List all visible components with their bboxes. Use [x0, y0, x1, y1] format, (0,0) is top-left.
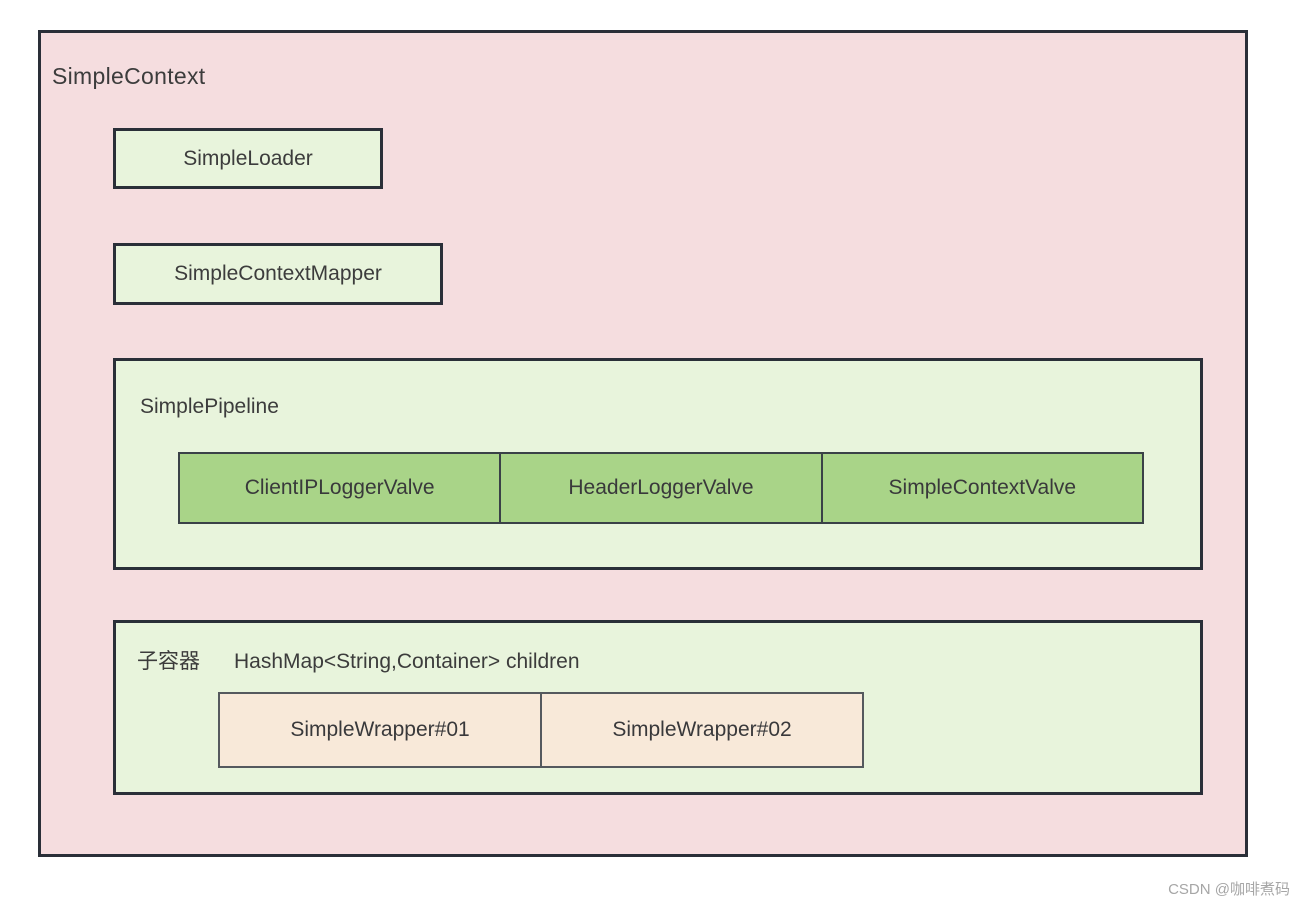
valve-simple-context-label: SimpleContextValve — [888, 476, 1077, 499]
wrapper-row: SimpleWrapper#01 SimpleWrapper#02 — [218, 692, 864, 768]
csdn-watermark: CSDN @咖啡煮码 — [1168, 881, 1290, 898]
simple-wrapper-02: SimpleWrapper#02 — [540, 694, 862, 766]
simple-loader-label: SimpleLoader — [183, 146, 313, 170]
children-type-label: HashMap<String,Container> children — [234, 650, 580, 673]
valve-header-logger: HeaderLoggerValve — [499, 454, 820, 522]
valve-client-ip-logger-label: ClientIPLoggerValve — [244, 476, 435, 499]
simple-loader-box: SimpleLoader — [113, 128, 383, 189]
simple-context-mapper-label: SimpleContextMapper — [174, 262, 382, 285]
valve-header-logger-label: HeaderLoggerValve — [568, 476, 754, 499]
children-label-cn: 子容器 — [137, 650, 200, 673]
simple-context-mapper-box: SimpleContextMapper — [113, 243, 443, 305]
valve-client-ip-logger: ClientIPLoggerValve — [180, 454, 499, 522]
simple-context-title: SimpleContext — [52, 63, 206, 89]
simple-wrapper-01: SimpleWrapper#01 — [220, 694, 540, 766]
valve-simple-context: SimpleContextValve — [820, 454, 1142, 522]
children-header: 子容器 HashMap<String,Container> children — [137, 645, 580, 675]
simple-pipeline-title: SimplePipeline — [140, 395, 279, 418]
valve-row: ClientIPLoggerValve HeaderLoggerValve Si… — [178, 452, 1144, 524]
simple-wrapper-01-label: SimpleWrapper#01 — [290, 718, 470, 741]
simple-wrapper-02-label: SimpleWrapper#02 — [612, 718, 792, 741]
